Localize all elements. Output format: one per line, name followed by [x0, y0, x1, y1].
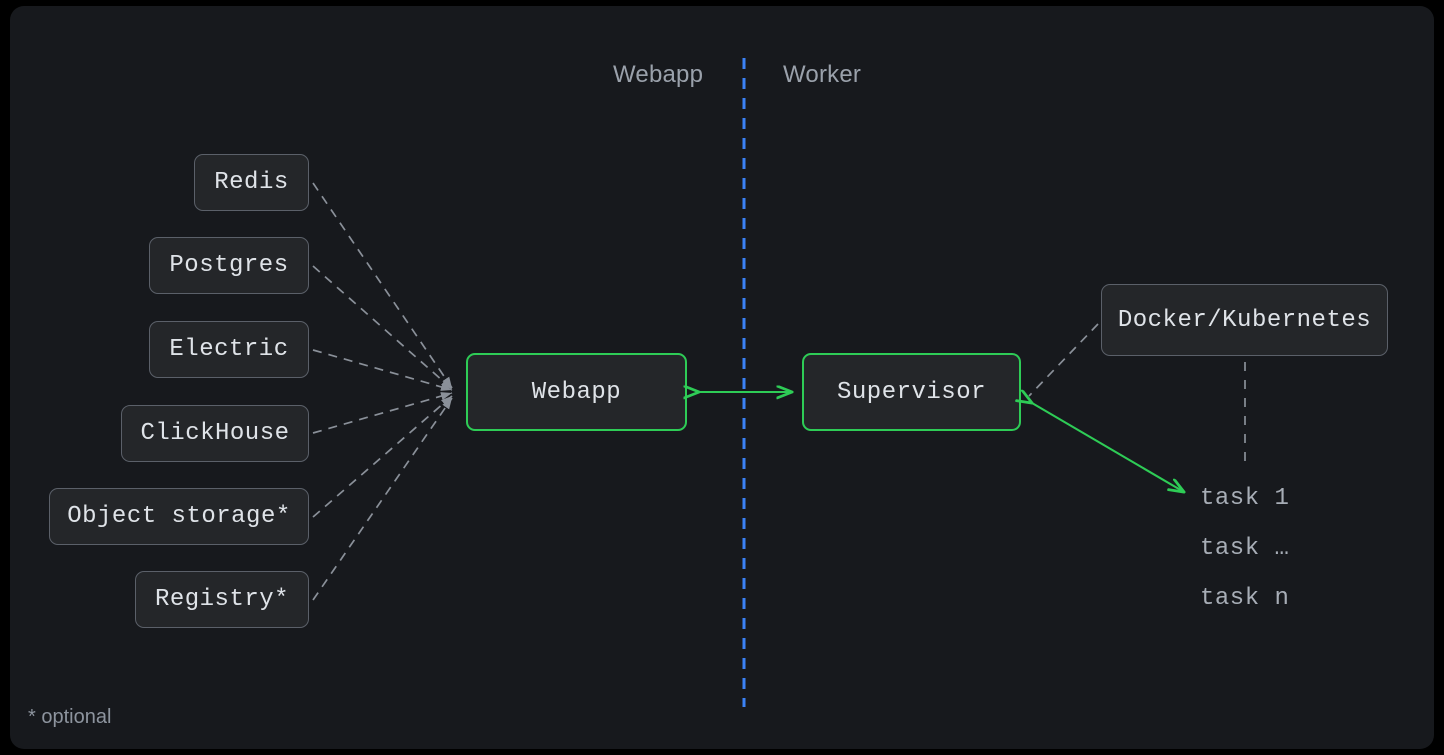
node-postgres-label: Postgres [169, 252, 289, 279]
node-webapp-label: Webapp [531, 378, 622, 406]
node-docker-kubernetes[interactable]: Docker/Kubernetes [1101, 284, 1388, 356]
task-item-1: task 1 [1200, 485, 1289, 512]
node-supervisor-label: Supervisor [836, 378, 987, 406]
task-item-ellipsis: task … [1200, 535, 1289, 562]
node-postgres[interactable]: Postgres [149, 237, 309, 294]
task-item-ellipsis-label: task … [1200, 535, 1290, 562]
lane-label-worker: Worker [783, 61, 862, 88]
node-redis-label: Redis [214, 169, 289, 196]
node-registry-label: Registry* [154, 586, 290, 613]
node-supervisor[interactable]: Supervisor [802, 353, 1021, 431]
node-object-storage-label: Object storage* [67, 503, 291, 530]
node-object-storage[interactable]: Object storage* [49, 488, 309, 545]
node-docker-kubernetes-label: Docker/Kubernetes [1117, 306, 1372, 334]
task-item-1-label: task 1 [1200, 485, 1290, 512]
node-electric[interactable]: Electric [149, 321, 309, 378]
footnote-optional: * optional [28, 706, 112, 728]
lane-label-webapp: Webapp [613, 61, 704, 88]
node-registry[interactable]: Registry* [135, 571, 309, 628]
node-webapp[interactable]: Webapp [466, 353, 687, 431]
task-item-n-label: task n [1200, 585, 1290, 612]
node-redis[interactable]: Redis [194, 154, 309, 211]
node-electric-label: Electric [169, 336, 289, 363]
task-item-n: task n [1200, 585, 1289, 612]
node-clickhouse-label: ClickHouse [140, 420, 290, 447]
node-clickhouse[interactable]: ClickHouse [121, 405, 309, 462]
